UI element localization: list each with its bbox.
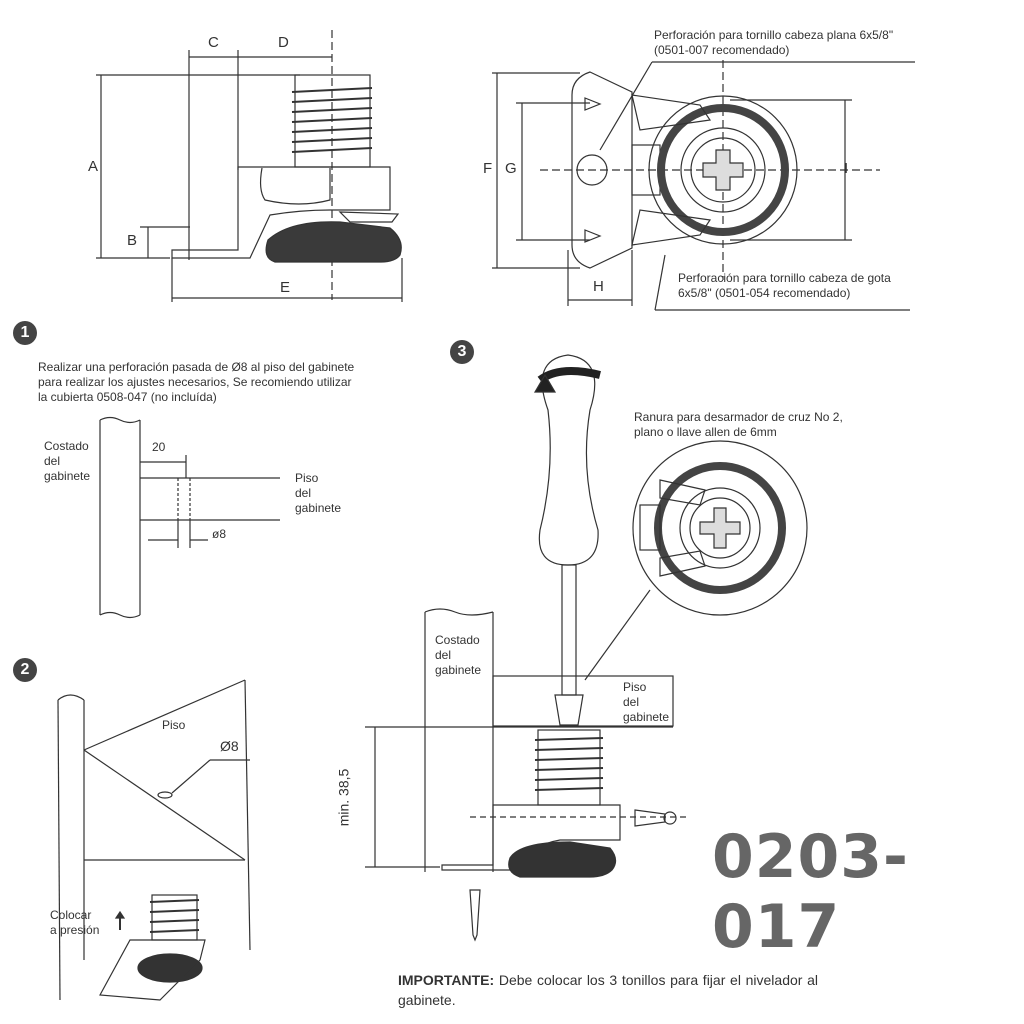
product-code: 0203-017 bbox=[712, 822, 909, 962]
dim-a-label: A bbox=[88, 158, 99, 175]
step2-drawing bbox=[57, 679, 251, 1001]
dim-i-label: I bbox=[844, 160, 849, 177]
note-line: 6x5/8" (0501-054 recomendado) bbox=[678, 286, 851, 300]
drop-screw-note: Perforación para tornillo cabeza de gota… bbox=[678, 271, 891, 301]
text-line: gabinete bbox=[435, 663, 482, 677]
step3-drawing bbox=[365, 354, 808, 942]
text-line: Piso bbox=[295, 471, 319, 485]
flat-screw-note: Perforación para tornillo cabeza plana 6… bbox=[654, 28, 893, 58]
text-line: del bbox=[435, 648, 452, 662]
text-line: para realizar los ajustes necesarios, Se… bbox=[38, 375, 352, 389]
text-line: Colocar bbox=[50, 908, 92, 922]
important-text: Debe colocar los 3 tonillos para fijar e… bbox=[398, 972, 819, 1008]
step3-badge: 3 bbox=[450, 340, 474, 364]
step1-instructions: Realizar una perforación pasada de Ø8 al… bbox=[38, 360, 354, 405]
text-line: del bbox=[623, 695, 640, 709]
dim-e-label: E bbox=[280, 279, 291, 296]
text-line: Piso bbox=[623, 680, 647, 694]
step2-floor-label: Piso bbox=[162, 718, 186, 732]
text-line: Costado bbox=[435, 633, 480, 647]
dim-h-label: H bbox=[593, 278, 604, 295]
slot-note: Ranura para desarmador de cruz No 2,plan… bbox=[634, 410, 843, 440]
dim-g-label: G bbox=[505, 160, 517, 177]
note-line: Perforación para tornillo cabeza plana 6… bbox=[654, 28, 894, 42]
text-line: plano o llave allen de 6mm bbox=[634, 425, 777, 439]
text-line: del bbox=[44, 454, 61, 468]
dim-f-label: F bbox=[483, 160, 493, 177]
text-line: gabinete bbox=[295, 501, 342, 515]
dim-d-label: D bbox=[278, 34, 289, 51]
text-line: la cubierta 0508-047 (no incluída) bbox=[38, 390, 217, 404]
side-view-drawing bbox=[96, 30, 403, 302]
text-line: del bbox=[295, 486, 312, 500]
important-label: IMPORTANTE: bbox=[398, 972, 495, 988]
dim-b-label: B bbox=[127, 232, 138, 249]
note-line: Perforación para tornillo cabeza de gota bbox=[678, 271, 891, 285]
text-line: Costado bbox=[44, 439, 89, 453]
text-line: Ranura para desarmador de cruz No 2, bbox=[634, 410, 843, 424]
step1-drawing bbox=[99, 416, 280, 619]
dim-c-label: C bbox=[208, 34, 219, 51]
top-view-drawing bbox=[492, 60, 915, 311]
text-line: Realizar una perforación pasada de Ø8 al… bbox=[38, 360, 355, 374]
important-note: IMPORTANTE: Debe colocar los 3 tonillos … bbox=[398, 970, 818, 1010]
text-line: gabinete bbox=[623, 710, 670, 724]
step1-badge: 1 bbox=[13, 321, 37, 345]
dim-20-label: 20 bbox=[152, 440, 166, 454]
dim-hole-label: ø8 bbox=[212, 527, 227, 541]
step2-hole-label: Ø8 bbox=[220, 738, 239, 754]
text-line: gabinete bbox=[44, 469, 91, 483]
min-height-label: min. 38,5 bbox=[335, 768, 352, 827]
text-line: a presión bbox=[50, 923, 100, 937]
step2-badge: 2 bbox=[13, 658, 37, 682]
note-line: (0501-007 recomendado) bbox=[654, 43, 790, 57]
